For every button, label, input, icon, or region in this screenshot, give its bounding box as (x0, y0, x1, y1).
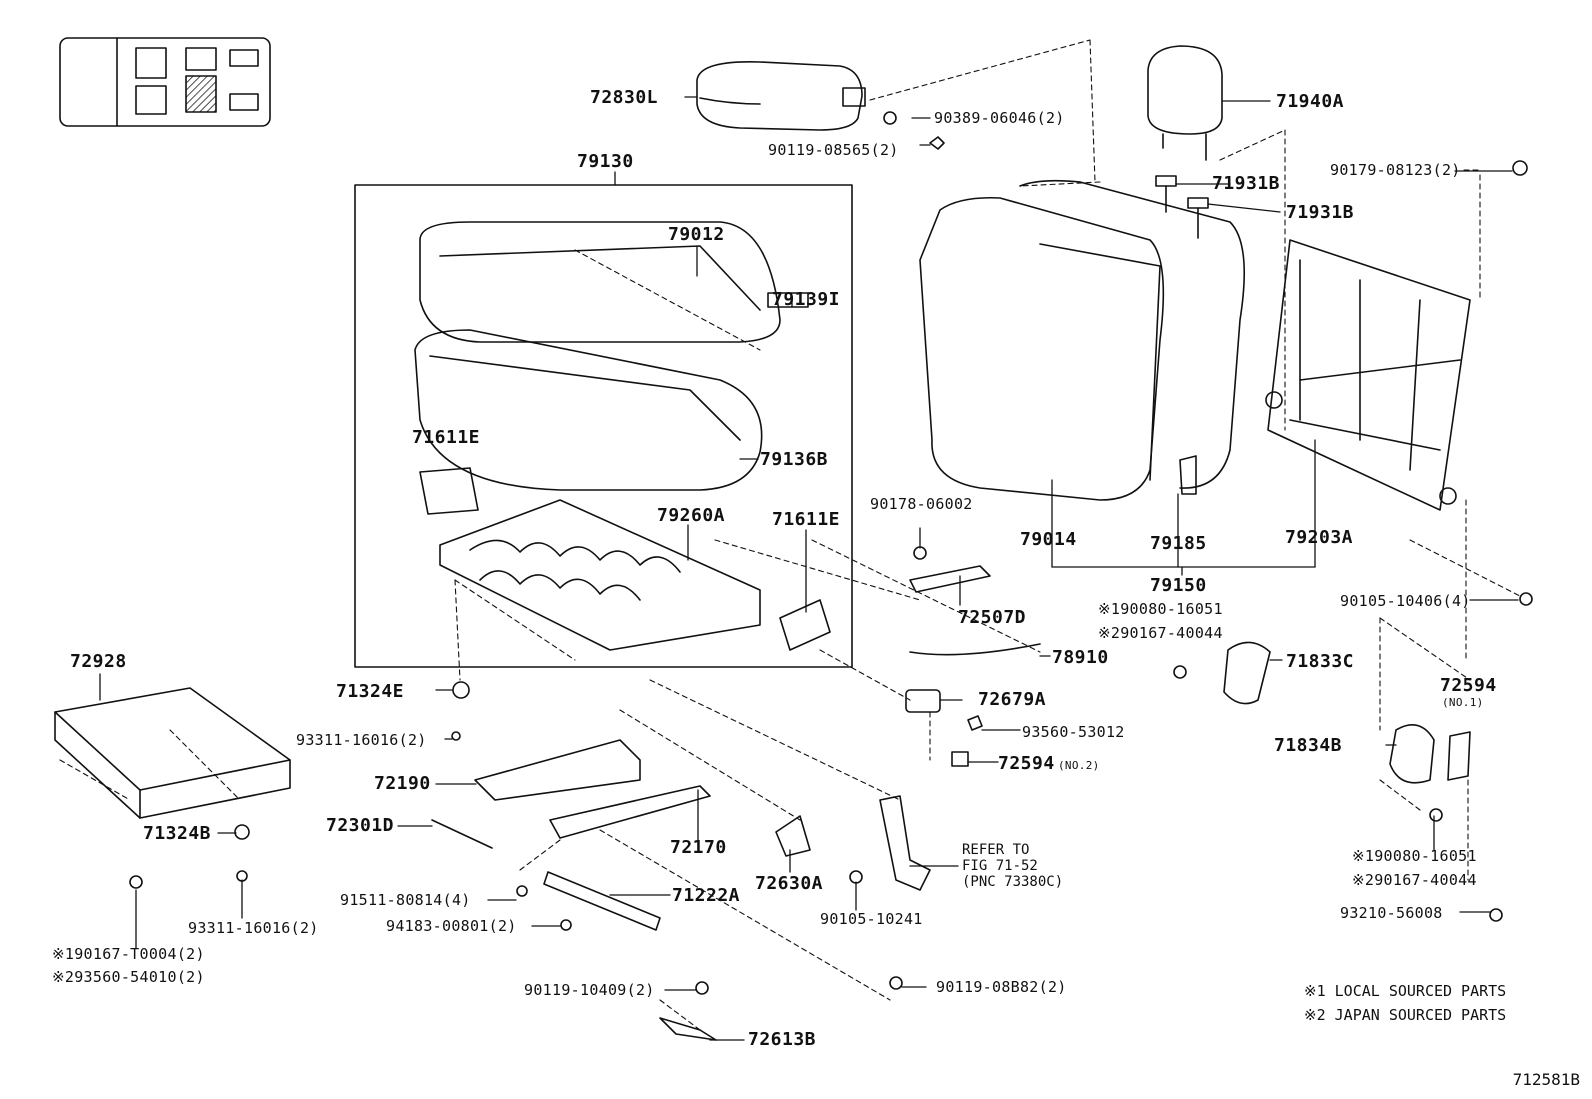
leader-lines (99, 96, 1519, 1041)
label-72594-no2: 72594 (998, 753, 1055, 774)
label-72830L: 72830L (590, 87, 659, 108)
label-93210-56008: 93210-56008 (1340, 904, 1443, 922)
label-93311-16016-lower: 93311-16016(2) (188, 919, 319, 937)
label-72630A: 72630A (755, 873, 824, 894)
refer-line-2: FIG 71-52 (962, 858, 1038, 874)
seat-frame-drawing (439, 499, 831, 651)
label-79130: 79130 (577, 151, 634, 172)
label-79185: 79185 (1150, 533, 1207, 554)
seat-cushion-assembly-box (354, 184, 853, 668)
refer-note: REFER TO FIG 71-52 (PNC 73380C) (962, 842, 1063, 890)
legend-japan-sourced: ※2 JAPAN SOURCED PARTS (1304, 1006, 1507, 1024)
sourcing-legend: ※1 LOCAL SOURCED PARTS ※2 JAPAN SOURCED … (1304, 979, 1506, 1027)
label-71611E-right: 71611E (772, 509, 841, 530)
label-71324E: 71324E (336, 681, 405, 702)
label-72594-no1: 72594 (1440, 675, 1497, 696)
tray-drawing (54, 687, 291, 819)
armrest-drawing (696, 61, 945, 150)
refer-line-1: REFER TO (962, 842, 1030, 858)
label-90119-08B82: 90119-08B82(2) (936, 978, 1067, 996)
label-72679A: 72679A (978, 689, 1047, 710)
label-71222A: 71222A (672, 885, 741, 906)
label-71833C: 71833C (1286, 651, 1355, 672)
label-90105-10241: 90105-10241 (820, 910, 923, 928)
label-72594-no2-sub: (NO.2) (1058, 759, 1100, 772)
label-190080-16051-lower: ※190080-16051 (1352, 847, 1477, 865)
label-72594-no1-sub: (NO.1) (1442, 696, 1484, 709)
label-190167-T0004: ※190167-T0004(2) (52, 945, 205, 963)
seat-cushion-drawing (414, 221, 809, 515)
label-90389-06046: 90389-06046(2) (934, 109, 1065, 127)
label-91511-80814: 91511-80814(4) (340, 891, 471, 909)
label-93311-16016-upper: 93311-16016(2) (296, 731, 427, 749)
label-94183-00801: 94183-00801(2) (386, 917, 517, 935)
label-79260A: 79260A (657, 505, 726, 526)
label-71940A: 71940A (1276, 91, 1345, 112)
label-71324B: 71324B (143, 823, 212, 844)
label-90179-08123: 90179-08123(2) (1330, 161, 1461, 179)
label-90119-08565: 90119-08565(2) (768, 141, 899, 159)
headrest-drawing (1147, 45, 1528, 239)
label-71931B-lower: 71931B (1286, 202, 1355, 223)
seatback-drawing (919, 179, 1246, 501)
figure-code: 712581B (1512, 1070, 1580, 1089)
seat-track-drawings (431, 739, 931, 1041)
dashed-reference-lines (59, 39, 1521, 1031)
small-parts-drawings (905, 565, 1533, 922)
label-290167-40044-lower: ※290167-40044 (1352, 871, 1477, 889)
legend-local-sourced: ※1 LOCAL SOURCED PARTS (1304, 982, 1507, 1000)
label-79014: 79014 (1020, 529, 1077, 550)
label-93560-53012: 93560-53012 (1022, 723, 1125, 741)
label-79203A: 79203A (1285, 527, 1354, 548)
label-78910: 78910 (1052, 647, 1109, 668)
label-79012: 79012 (668, 224, 725, 245)
label-71931B-upper: 71931B (1212, 173, 1281, 194)
label-72928: 72928 (70, 651, 127, 672)
label-72190: 72190 (374, 773, 431, 794)
label-79150: 79150 (1150, 575, 1207, 596)
label-90178-06002: 90178-06002 (870, 495, 973, 513)
label-190080-16051-upper: ※190080-16051 (1098, 600, 1223, 618)
label-72170: 72170 (670, 837, 727, 858)
label-72613B: 72613B (748, 1029, 817, 1050)
label-71611E-left: 71611E (412, 427, 481, 448)
location-key-thumbnail (59, 37, 271, 127)
label-90119-10409: 90119-10409(2) (524, 981, 655, 999)
refer-line-3: (PNC 73380C) (962, 874, 1064, 890)
label-79136B: 79136B (760, 449, 829, 470)
label-71834B: 71834B (1274, 735, 1343, 756)
label-90105-10406: 90105-10406(4) (1340, 592, 1471, 610)
label-72507D: 72507D (958, 607, 1027, 628)
seatback-frame-drawing (1265, 239, 1471, 511)
label-79139I: 79139I (772, 289, 841, 310)
label-293560-54010: ※293560-54010(2) (52, 968, 205, 986)
label-290167-40044-upper: ※290167-40044 (1098, 624, 1223, 642)
label-72301D: 72301D (326, 815, 395, 836)
